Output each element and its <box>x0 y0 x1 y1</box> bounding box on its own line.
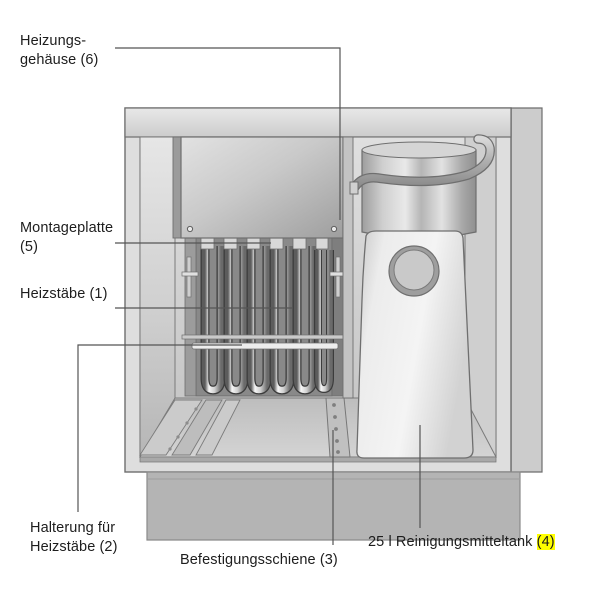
mounting-rail-body <box>325 397 351 458</box>
heating-rod <box>269 246 295 395</box>
floor-rail <box>139 399 203 456</box>
callout-tank-text: 25 l Reinigungsmitteltank <box>368 534 537 550</box>
callout-label-montageplatte: Montageplatte (5) <box>20 219 113 257</box>
mounting-rail-befestigungsschiene <box>325 397 351 458</box>
rail-hole <box>194 407 198 411</box>
cabinet-top-bar <box>124 107 512 138</box>
metal-canister <box>361 149 477 239</box>
cabinet-side-face <box>510 107 543 473</box>
heating-rods-heizstaebe <box>200 246 334 395</box>
rail-hole <box>332 403 336 407</box>
rail-hole <box>334 427 338 431</box>
floor-rail <box>171 399 223 456</box>
rail-hole <box>336 450 340 454</box>
rail-hole <box>335 439 339 443</box>
callout-line-2: Heizstäbe (2) <box>30 539 118 555</box>
holder-post <box>335 256 341 298</box>
holder-post <box>186 256 192 298</box>
canister-top-rim <box>361 141 477 159</box>
holder-arm <box>181 271 199 277</box>
terminal-block <box>269 236 284 250</box>
plate-screw-hole <box>186 225 194 233</box>
terminal-block <box>292 236 307 250</box>
callout-line-1: Montageplatte <box>20 220 114 236</box>
hose-fitting <box>349 181 359 195</box>
mounting-plate-montageplatte <box>172 136 354 399</box>
plate-screw-hole <box>330 225 338 233</box>
callout-line-2: gehäuse (6) <box>20 52 99 68</box>
callout-tank-number-highlight: (4) <box>536 534 555 550</box>
leader-line-halterung <box>77 344 242 512</box>
heating-chamber <box>181 236 349 397</box>
callout-label-heizungsgehaeuse: Heizungs-gehäuse (6) <box>20 32 99 70</box>
rail-hole <box>176 435 180 439</box>
rail-hole <box>333 415 337 419</box>
callout-line-2: (5) <box>20 239 39 255</box>
holder-upper-bar <box>181 334 349 340</box>
heating-rod <box>246 246 272 395</box>
cleaning-agent-assembly <box>349 134 495 459</box>
mounting-plate-left-edge <box>172 136 182 239</box>
callout-label-befestigungsschiene: Befestigungsschiene (3) <box>180 551 338 570</box>
callout-line-1: Heizstäbe (1) <box>20 286 108 302</box>
hose <box>351 135 494 191</box>
callout-label-tank: 25 l Reinigungsmitteltank (4) <box>368 533 555 552</box>
heating-rod <box>314 250 334 394</box>
callout-label-heizstaebe: Heizstäbe (1) <box>20 285 108 304</box>
callout-leader-lines <box>77 47 421 545</box>
holder-lower-bar <box>191 342 339 350</box>
rail-hole <box>185 421 189 425</box>
mounting-plate-right-return <box>342 136 354 399</box>
callout-line-1: Heizungs- <box>20 33 87 49</box>
heating-rod <box>292 246 318 395</box>
tank-cap-inner <box>393 249 435 291</box>
floor-rails-group <box>139 399 241 456</box>
callout-line-1: Befestigungsschiene (3) <box>180 552 338 568</box>
callout-line-1: Halterung für <box>30 520 116 536</box>
terminal-block <box>315 236 329 250</box>
cleaning-agent-tank <box>356 230 474 459</box>
rail-hole <box>168 447 172 451</box>
heating-rod <box>200 246 226 395</box>
heating-rod <box>223 246 249 395</box>
leader-line-heizungsgehaeuse <box>115 47 341 220</box>
floor-rail <box>195 399 241 456</box>
mounting-plate-face <box>180 136 344 239</box>
